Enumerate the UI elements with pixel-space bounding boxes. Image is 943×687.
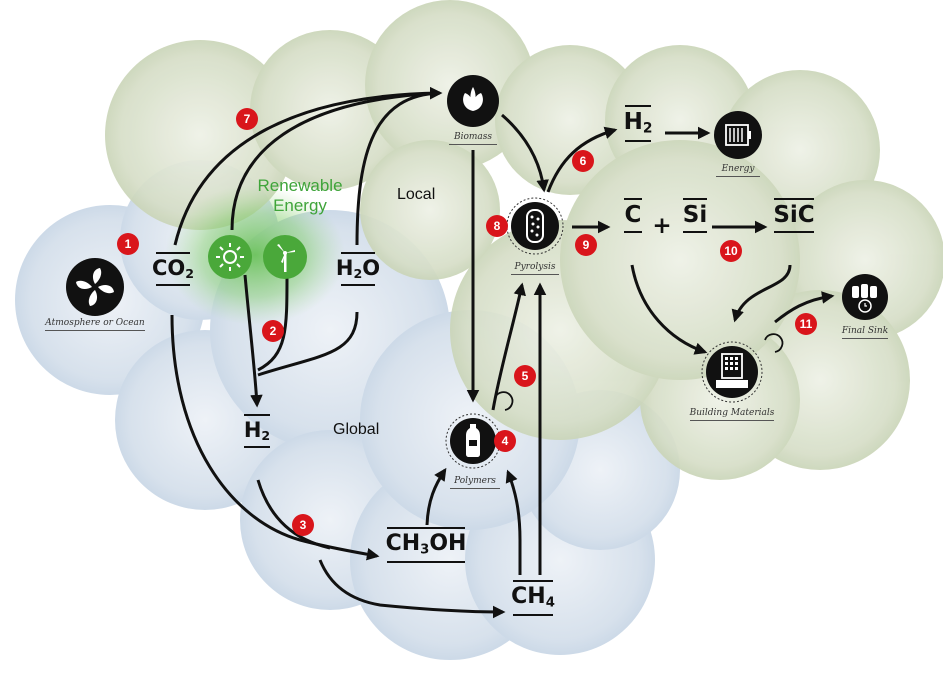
ch4-sub: 4 (545, 595, 555, 611)
h2o-bar-top (341, 252, 375, 254)
co2-main: CO (151, 256, 186, 280)
pyrolysis-caption: Pyrolysis (500, 262, 570, 275)
ch4-bar-top (513, 580, 553, 582)
sun-icon (208, 235, 252, 279)
h2-local-main: H (623, 109, 643, 135)
leaf-icon (447, 75, 499, 127)
final-sink-caption-line (842, 338, 888, 339)
h2-global-bar-top (244, 414, 270, 416)
ch4-main: CH (511, 584, 546, 609)
bottle-icon (445, 413, 501, 469)
sic-bar-top (774, 198, 814, 200)
arrows (170, 86, 835, 619)
pyrolysis-caption-text: Pyrolysis (514, 262, 556, 272)
wind-turbine-icon (263, 235, 307, 279)
step-badge-7: 7 (236, 108, 258, 130)
building-caption: Building Materials (684, 408, 780, 421)
fan-icon (66, 258, 124, 316)
sic-bar-bottom (774, 231, 814, 234)
h2-local-sub: 2 (642, 120, 653, 137)
plus-sign: + (652, 213, 672, 239)
ch3oh-tail: OH (429, 531, 467, 556)
plus-text: + (652, 213, 672, 239)
step-badge-6: 6 (572, 150, 594, 172)
species-sic: SiC (768, 198, 820, 234)
step-badge-8: 8 (486, 215, 508, 237)
h2o-bar-bottom (341, 283, 375, 286)
species-h2-local: H2 (617, 105, 659, 142)
final-sink-caption: Final Sink (832, 326, 898, 339)
species-ch3oh: CH3OH (380, 527, 472, 563)
co2-bar-bottom (156, 283, 190, 286)
h2-global-bar-bottom (244, 445, 270, 448)
species-ch4: CH4 (505, 580, 561, 616)
renewable-line-1: Renewable (257, 176, 343, 195)
h2o-main: H (335, 256, 354, 280)
carbon-bar-top (624, 198, 642, 200)
polymers-caption-text: Polymers (454, 476, 496, 486)
ch3oh-main: CH (385, 531, 421, 556)
silicon-text: Si (682, 202, 708, 228)
ch4-bar-bottom (513, 613, 553, 616)
species-co2: CO2 (147, 252, 199, 286)
species-silicon: Si (677, 198, 713, 234)
battery-icon (714, 111, 762, 159)
h2o-tail: O (362, 256, 381, 280)
ch3oh-bar-bottom (387, 560, 465, 563)
biomass-caption: Biomass (440, 132, 506, 145)
energy-caption: Energy (705, 164, 771, 177)
building-caption-line (690, 420, 774, 421)
atmosphere-caption-text: Atmosphere or Ocean (45, 318, 145, 328)
h2-global-sub: 2 (261, 428, 271, 444)
final-sink-caption-text: Final Sink (841, 326, 889, 336)
ch3oh-sub: 3 (420, 542, 430, 558)
recycle-loops (494, 333, 784, 411)
atmosphere-caption: Atmosphere or Ocean (40, 318, 150, 331)
step-badge-5: 5 (514, 365, 536, 387)
reactor-icon (506, 197, 564, 255)
h2-global-main: H (243, 418, 262, 442)
step-badge-3: 3 (292, 514, 314, 536)
energy-caption-text: Energy (721, 164, 755, 174)
step-badge-11: 11 (795, 313, 817, 335)
step-badge-1: 1 (117, 233, 139, 255)
co2-bar-top (156, 252, 190, 254)
energy-caption-line (716, 176, 760, 177)
atmosphere-caption-line (45, 330, 145, 331)
storage-icon (842, 274, 888, 320)
h2o-sub: 2 (353, 266, 363, 282)
co2-sub: 2 (185, 266, 195, 282)
ch3oh-bar-top (387, 527, 465, 529)
biomass-caption-text: Biomass (453, 132, 493, 142)
species-carbon: C (618, 198, 648, 234)
renewable-line-2: Energy (273, 195, 327, 215)
renewable-energy-label: Renewable Energy (245, 176, 355, 215)
global-region-label: Global (333, 421, 380, 438)
carbon-bar-bottom (624, 231, 642, 234)
local-region-label: Local (397, 186, 436, 203)
h2-local-bar-top (625, 105, 651, 107)
carbon-text: C (624, 202, 642, 228)
silicon-bar-top (683, 198, 707, 200)
pyrolysis-caption-line (511, 274, 559, 275)
step-badge-2: 2 (262, 320, 284, 342)
renewable-glow (165, 185, 345, 325)
step-badge-4: 4 (494, 430, 516, 452)
sic-text: SiC (773, 202, 815, 228)
silicon-bar-bottom (683, 231, 707, 234)
building-caption-text: Building Materials (689, 408, 775, 418)
species-h2-global: H2 (236, 414, 278, 448)
h2-local-bar-bottom (625, 139, 651, 142)
step-badge-10: 10 (720, 240, 742, 262)
polymers-caption-line (450, 488, 500, 489)
step-badge-9: 9 (575, 234, 597, 256)
species-h2o: H2O (328, 252, 388, 286)
polymers-caption: Polymers (440, 476, 510, 489)
biomass-caption-line (449, 144, 497, 145)
building-icon (701, 341, 763, 403)
